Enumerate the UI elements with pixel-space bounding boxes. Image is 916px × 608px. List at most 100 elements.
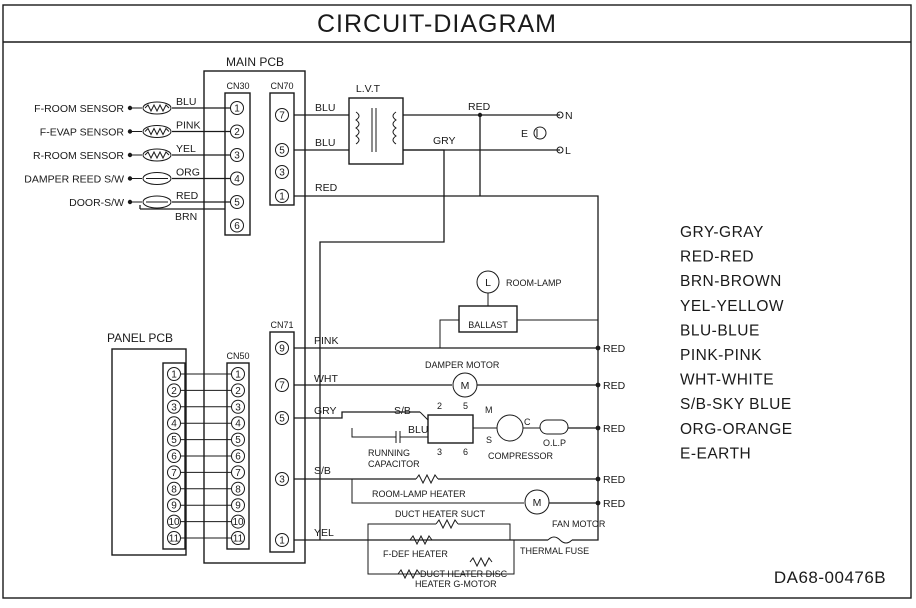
panel-pin-1: 1 bbox=[171, 370, 177, 381]
compressor-label: COMPRESSOR bbox=[488, 451, 554, 461]
cn30-pin-6: 6 bbox=[234, 221, 240, 232]
red-bus-junction bbox=[595, 382, 601, 388]
legend-entry: BRN-BROWN bbox=[680, 273, 782, 290]
cn50-pin-6-circle bbox=[231, 449, 245, 463]
cn70-label: CN70 bbox=[270, 81, 293, 91]
diagram-title: CIRCUIT-DIAGRAM bbox=[317, 10, 557, 38]
thermal-fuse-icon bbox=[547, 536, 573, 544]
lvt-wire-in-1-label: BLU bbox=[315, 102, 335, 114]
cn71-pin1-wire-label: YEL bbox=[314, 527, 334, 539]
terminal-n bbox=[556, 111, 564, 119]
cn30-pin6-wire-label: BRN bbox=[175, 211, 197, 223]
f-def-heater-label: F-DEF HEATER bbox=[383, 549, 448, 559]
outer-border bbox=[2, 4, 912, 599]
red-bus-label: RED bbox=[603, 474, 626, 486]
cn71-pin-3-circle bbox=[275, 472, 289, 486]
cn50-pin-3: 3 bbox=[235, 402, 241, 413]
duct-heater-suct-resistor bbox=[435, 518, 459, 530]
relay-sb-label: S/B bbox=[394, 405, 411, 417]
room-lamp-heater-resistor bbox=[415, 473, 439, 485]
red-bus-junction bbox=[595, 500, 601, 506]
thermistor-icon bbox=[142, 125, 172, 138]
thermistor-zigzag bbox=[144, 150, 170, 160]
cn71-pin-5: 5 bbox=[279, 414, 285, 425]
panel-pin-4: 4 bbox=[171, 419, 177, 430]
cn50-pin-4: 4 bbox=[235, 419, 241, 430]
part-number: DA68-00476B bbox=[774, 568, 886, 587]
red-bus-junction bbox=[595, 425, 601, 431]
cn30-pin-1: 1 bbox=[234, 104, 240, 115]
earth-icon bbox=[533, 126, 547, 140]
cn50-pin-9: 9 bbox=[235, 501, 241, 512]
cn71-label: CN71 bbox=[270, 320, 293, 330]
terminal-l bbox=[556, 146, 564, 154]
panel-pin-3: 3 bbox=[171, 402, 177, 413]
cn50-pin-1-circle bbox=[231, 367, 245, 381]
red-bus-label: RED bbox=[603, 380, 626, 392]
heater-g-motor-resistor bbox=[469, 556, 493, 568]
relay-terminal-2: 2 bbox=[437, 401, 442, 411]
relay-terminal-6: 6 bbox=[463, 447, 468, 457]
panel-pin-8-circle bbox=[167, 481, 181, 496]
relay-blu-label: BLU bbox=[408, 424, 428, 436]
heater-return-wire bbox=[498, 540, 515, 575]
duct-heater-disc-resistor bbox=[397, 568, 421, 580]
panel-pin-7-circle bbox=[167, 465, 181, 480]
red-bus-label: RED bbox=[603, 498, 626, 510]
cn50-pin-5-circle bbox=[231, 432, 245, 447]
cn30-connector bbox=[224, 92, 251, 236]
earth-label: E bbox=[521, 128, 528, 140]
cn50-label: CN50 bbox=[226, 351, 249, 361]
cn70-pin-7: 7 bbox=[279, 111, 285, 122]
cn50-pin-11: 11 bbox=[233, 534, 244, 545]
duct-heater-suct-wire bbox=[367, 523, 436, 540]
duct-heater-suct-return bbox=[458, 523, 511, 540]
lvt-wire-in-2-label: BLU bbox=[315, 137, 335, 149]
cn70-pin-7-circle bbox=[275, 108, 289, 122]
cn50-pin-4-circle bbox=[231, 416, 245, 431]
room-lamp-symbol: L bbox=[485, 277, 491, 289]
panel-pin-11: 11 bbox=[169, 534, 180, 545]
color-legend: GRY-GRAYRED-REDBRN-BROWNYEL-YELLOWBLU-BL… bbox=[680, 224, 792, 462]
cn30-pin-3: 3 bbox=[234, 151, 240, 162]
damper-motor-symbol: M bbox=[461, 380, 470, 392]
legend-entry: GRY-GRAY bbox=[680, 224, 764, 241]
ballast-in-wire bbox=[439, 319, 459, 348]
lvt-box bbox=[348, 97, 404, 165]
fan-motor-icon bbox=[524, 489, 550, 515]
cn71-pin5-wire bbox=[294, 411, 420, 419]
capacitor-label-line1: RUNNING bbox=[368, 448, 410, 458]
red-bus-junction bbox=[595, 345, 601, 351]
sensor-name: DAMPER REED S/W bbox=[24, 174, 124, 186]
cn70-pin-1-circle bbox=[275, 189, 289, 203]
cn30-label: CN30 bbox=[226, 81, 249, 91]
red-bus-wire bbox=[294, 195, 599, 505]
panel-pin-4-circle bbox=[167, 416, 181, 431]
cn50-pin-8-circle bbox=[231, 481, 245, 496]
lvt-gry-wire bbox=[319, 149, 445, 540]
sensor-wire-color: RED bbox=[176, 190, 199, 202]
legend-entry: YEL-YELLOW bbox=[680, 298, 784, 315]
thermistor-zigzag bbox=[144, 127, 170, 136]
thermal-fuse-label: THERMAL FUSE bbox=[520, 546, 589, 556]
panel-pin-9: 9 bbox=[171, 501, 177, 512]
cn70-pin-5-circle bbox=[275, 143, 289, 157]
duct-heater-disc-wire bbox=[367, 540, 498, 575]
fan-motor-feed-wire bbox=[351, 479, 524, 504]
cn30-pin-4: 4 bbox=[234, 174, 240, 185]
cn71-pin-1-circle bbox=[275, 533, 289, 547]
duct-heater-suct-label: DUCT HEATER SUCT bbox=[395, 509, 486, 519]
red-bus-label: RED bbox=[603, 343, 626, 355]
room-lamp-label: ROOM-LAMP bbox=[506, 278, 562, 288]
start-relay bbox=[427, 414, 474, 444]
duct-heater-disc-label-2: HEATER G-MOTOR bbox=[415, 579, 497, 589]
lvt-gry-wire-label: GRY bbox=[433, 135, 456, 147]
room-lamp-heater-label: ROOM-LAMP HEATER bbox=[372, 489, 466, 499]
cn50-pin-6: 6 bbox=[235, 452, 241, 463]
terminal-n-label: N bbox=[565, 110, 573, 122]
terminal-l-label: L bbox=[565, 145, 571, 157]
